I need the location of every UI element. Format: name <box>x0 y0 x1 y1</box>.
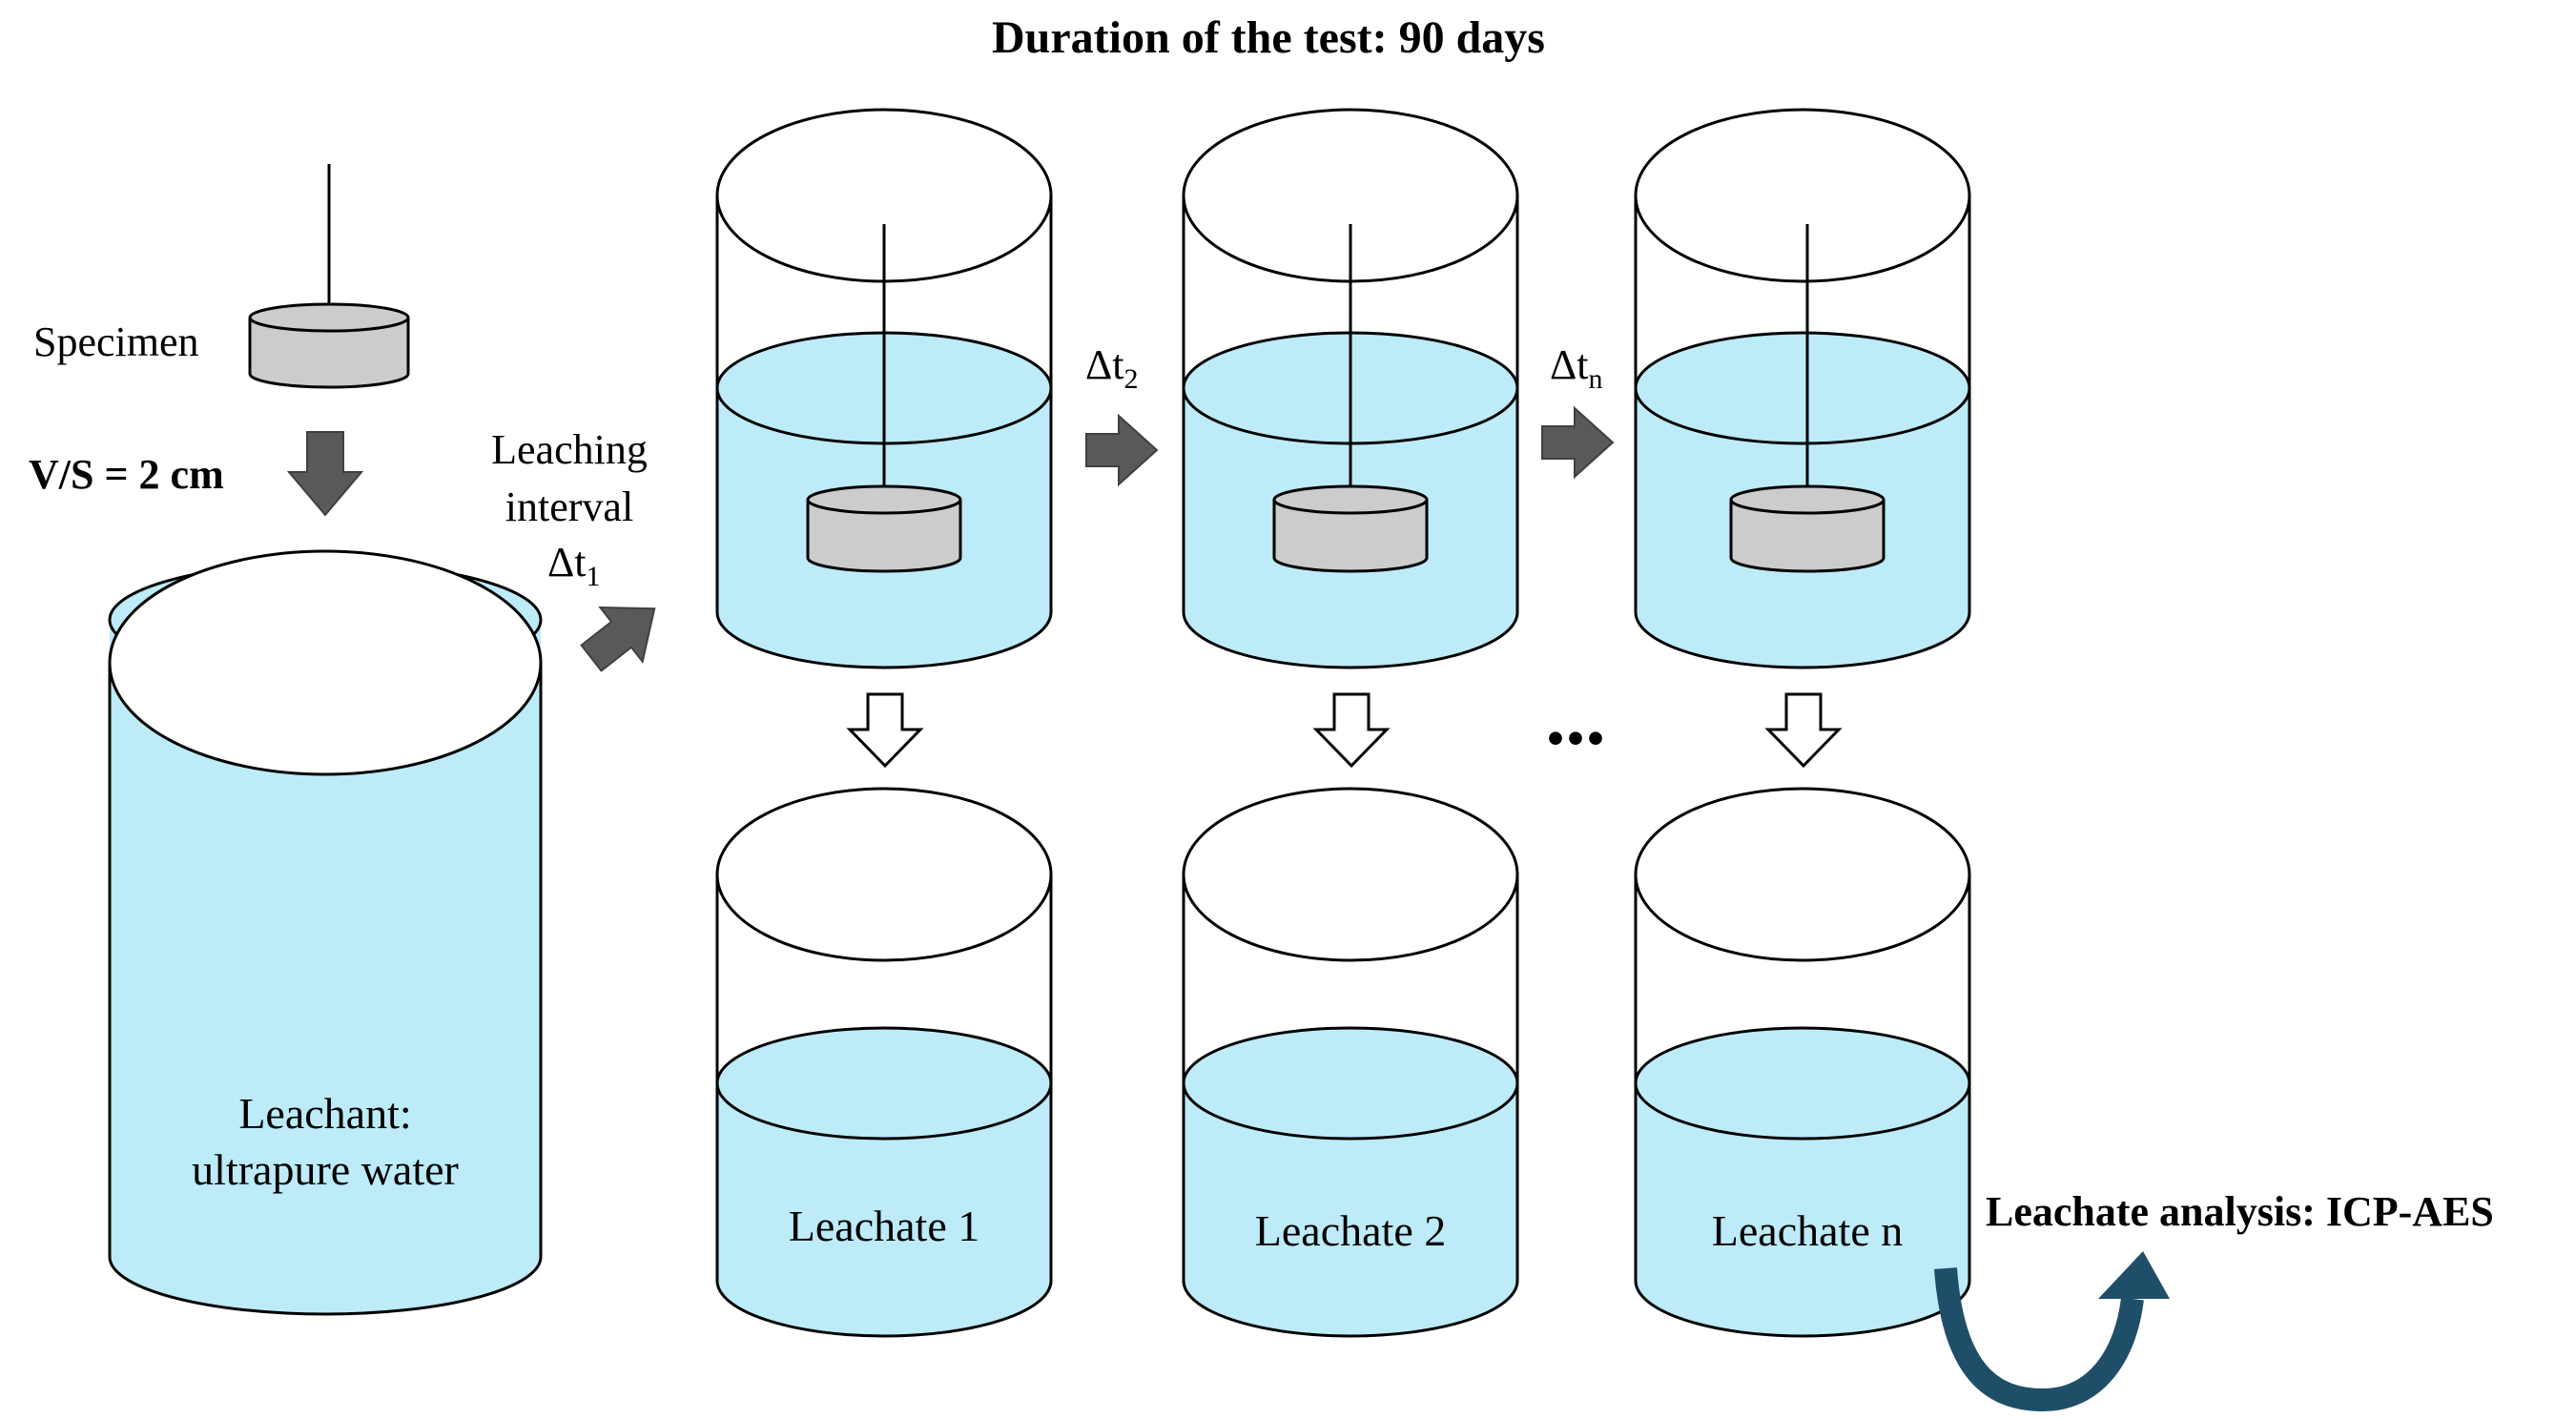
vs-ratio-label: V/S = 2 cm <box>29 451 224 498</box>
leaching-vessel-n <box>1634 108 1971 669</box>
leachate-vessel-1 <box>715 787 1053 1338</box>
specimen-label: Specimen <box>33 319 199 365</box>
right-arrow-icon-2 <box>1541 405 1615 480</box>
delta-t2-label: Δt2 <box>1085 341 1139 395</box>
ellipsis-dots: ... <box>1546 673 1606 762</box>
hollow-down-arrow-icon-n <box>1764 692 1843 769</box>
leaching-interval-line2: interval <box>505 483 633 530</box>
leachate-label-2: Leachate 2 <box>1255 1206 1446 1255</box>
delta-t1-label: Δt1 <box>547 539 601 592</box>
curved-arrow-icon <box>1934 1251 2170 1412</box>
leachant-container <box>108 549 543 1316</box>
diagonal-arrow-icon <box>580 606 656 672</box>
leachate-label-n: Leachate n <box>1712 1206 1903 1255</box>
leachant-label-line2: ultrapure water <box>192 1145 459 1194</box>
specimen-hanging <box>248 164 410 389</box>
leachant-label-line1: Leachant: <box>238 1089 411 1138</box>
delta-tn-label: Δtn <box>1550 341 1603 395</box>
leaching-vessel-2 <box>1182 108 1519 669</box>
leaching-interval-line1: Leaching <box>491 426 648 473</box>
diagram-title: Duration of the test: 90 days <box>992 12 1545 63</box>
leachate-vessel-n <box>1634 787 1971 1338</box>
hollow-down-arrow-icon-1 <box>846 692 924 769</box>
leaching-vessel-1 <box>715 108 1053 669</box>
analysis-label: Leachate analysis: ICP-AES <box>1986 1188 2494 1235</box>
right-arrow-icon-1 <box>1085 413 1159 487</box>
leachate-vessel-2 <box>1182 787 1519 1338</box>
down-arrow-icon <box>286 431 364 517</box>
hollow-down-arrow-icon-2 <box>1312 692 1391 769</box>
leachate-label-1: Leachate 1 <box>789 1202 979 1250</box>
